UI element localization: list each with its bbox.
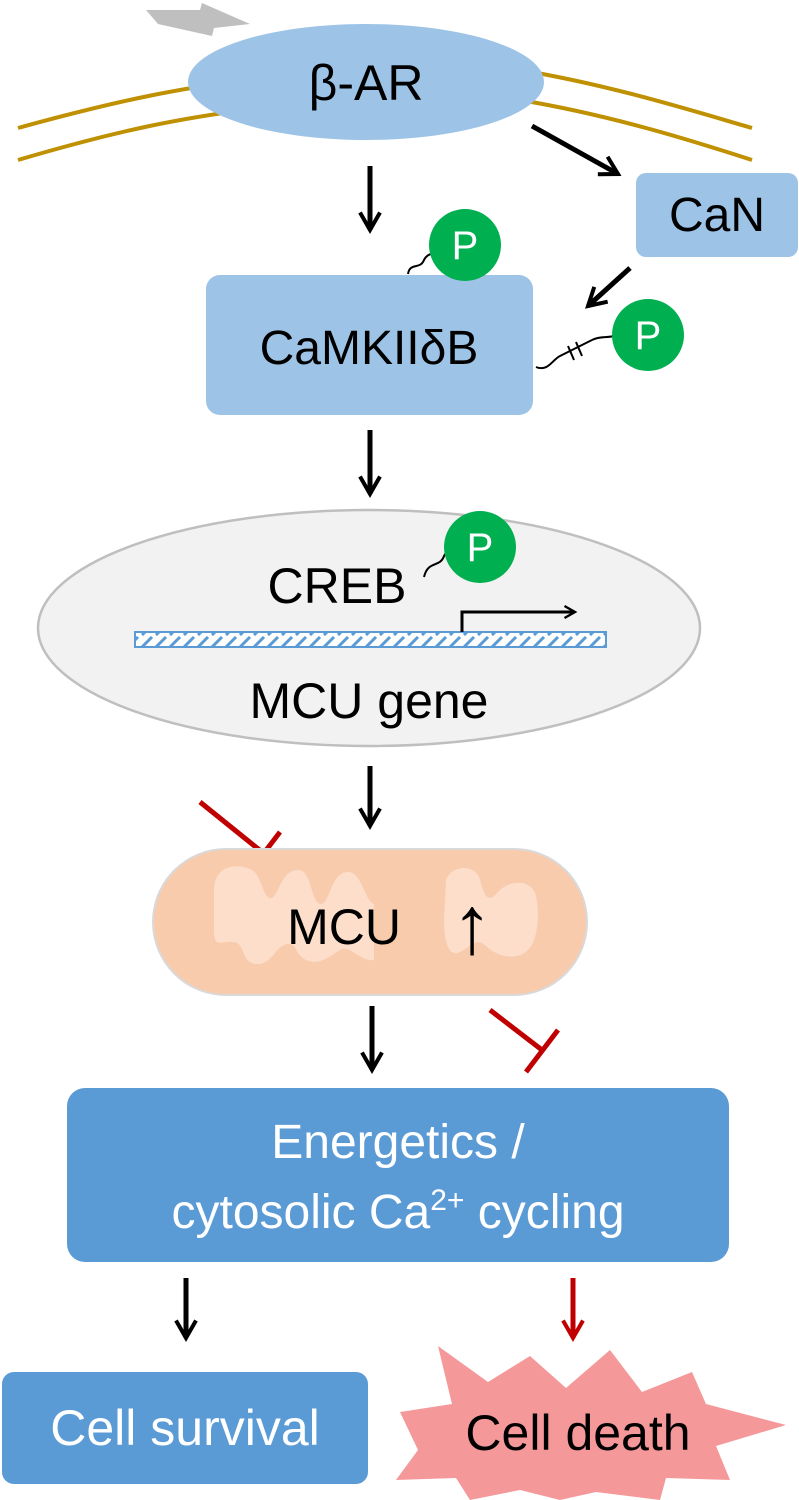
camkii-label: CaMKIIδB	[260, 322, 479, 375]
energetics-box: Energetics / cytosolic Ca2+ cycling	[67, 1088, 729, 1262]
calcineurin-label: CaN	[669, 189, 765, 242]
inhibition-energetics	[488, 1008, 560, 1074]
dna-strand	[134, 631, 607, 648]
phosphate-icon	[444, 511, 516, 583]
survival-label: Cell survival	[50, 1400, 320, 1456]
phosphate-label: P	[635, 314, 662, 358]
mitochondrion: MCU ↑	[152, 848, 588, 996]
mcu-label: MCU	[287, 899, 401, 955]
phosphate-dephosphorylated: P	[535, 299, 684, 371]
nucleus: CREB P MCU gene	[36, 508, 702, 748]
phosphate-camkii: P	[407, 209, 501, 281]
mitochondrial-cristae	[214, 866, 374, 965]
creb-label: CREB	[268, 558, 407, 614]
cell-death-burst: Cell death	[396, 1346, 786, 1500]
receptor-label: β-AR	[309, 55, 424, 111]
beta-adrenergic-receptor: β-AR	[188, 24, 544, 140]
arrow-calcineurin-to-phosphate	[585, 266, 632, 309]
energetics-line1: Energetics /	[271, 1116, 525, 1169]
upregulation-arrow-icon: ↑	[452, 880, 493, 971]
calcineurin-box: CaN	[636, 173, 798, 257]
cell-survival-box: Cell survival	[2, 1372, 368, 1484]
stimulus-lightning-icon	[146, 3, 250, 36]
transcription-start-arrow	[460, 604, 578, 632]
camkii-box: CaMKIIδB	[206, 275, 533, 415]
phosphate-label: P	[452, 224, 479, 268]
death-label: Cell death	[465, 1405, 690, 1461]
mcu-gene-label: MCU gene	[250, 673, 489, 729]
phosphate-icon	[612, 299, 684, 371]
phosphate-icon	[429, 209, 501, 281]
phosphate-label: P	[467, 526, 494, 570]
arrow-receptor-to-calcineurin	[530, 123, 622, 177]
energetics-line2: cytosolic Ca2+ cycling	[171, 1184, 624, 1239]
